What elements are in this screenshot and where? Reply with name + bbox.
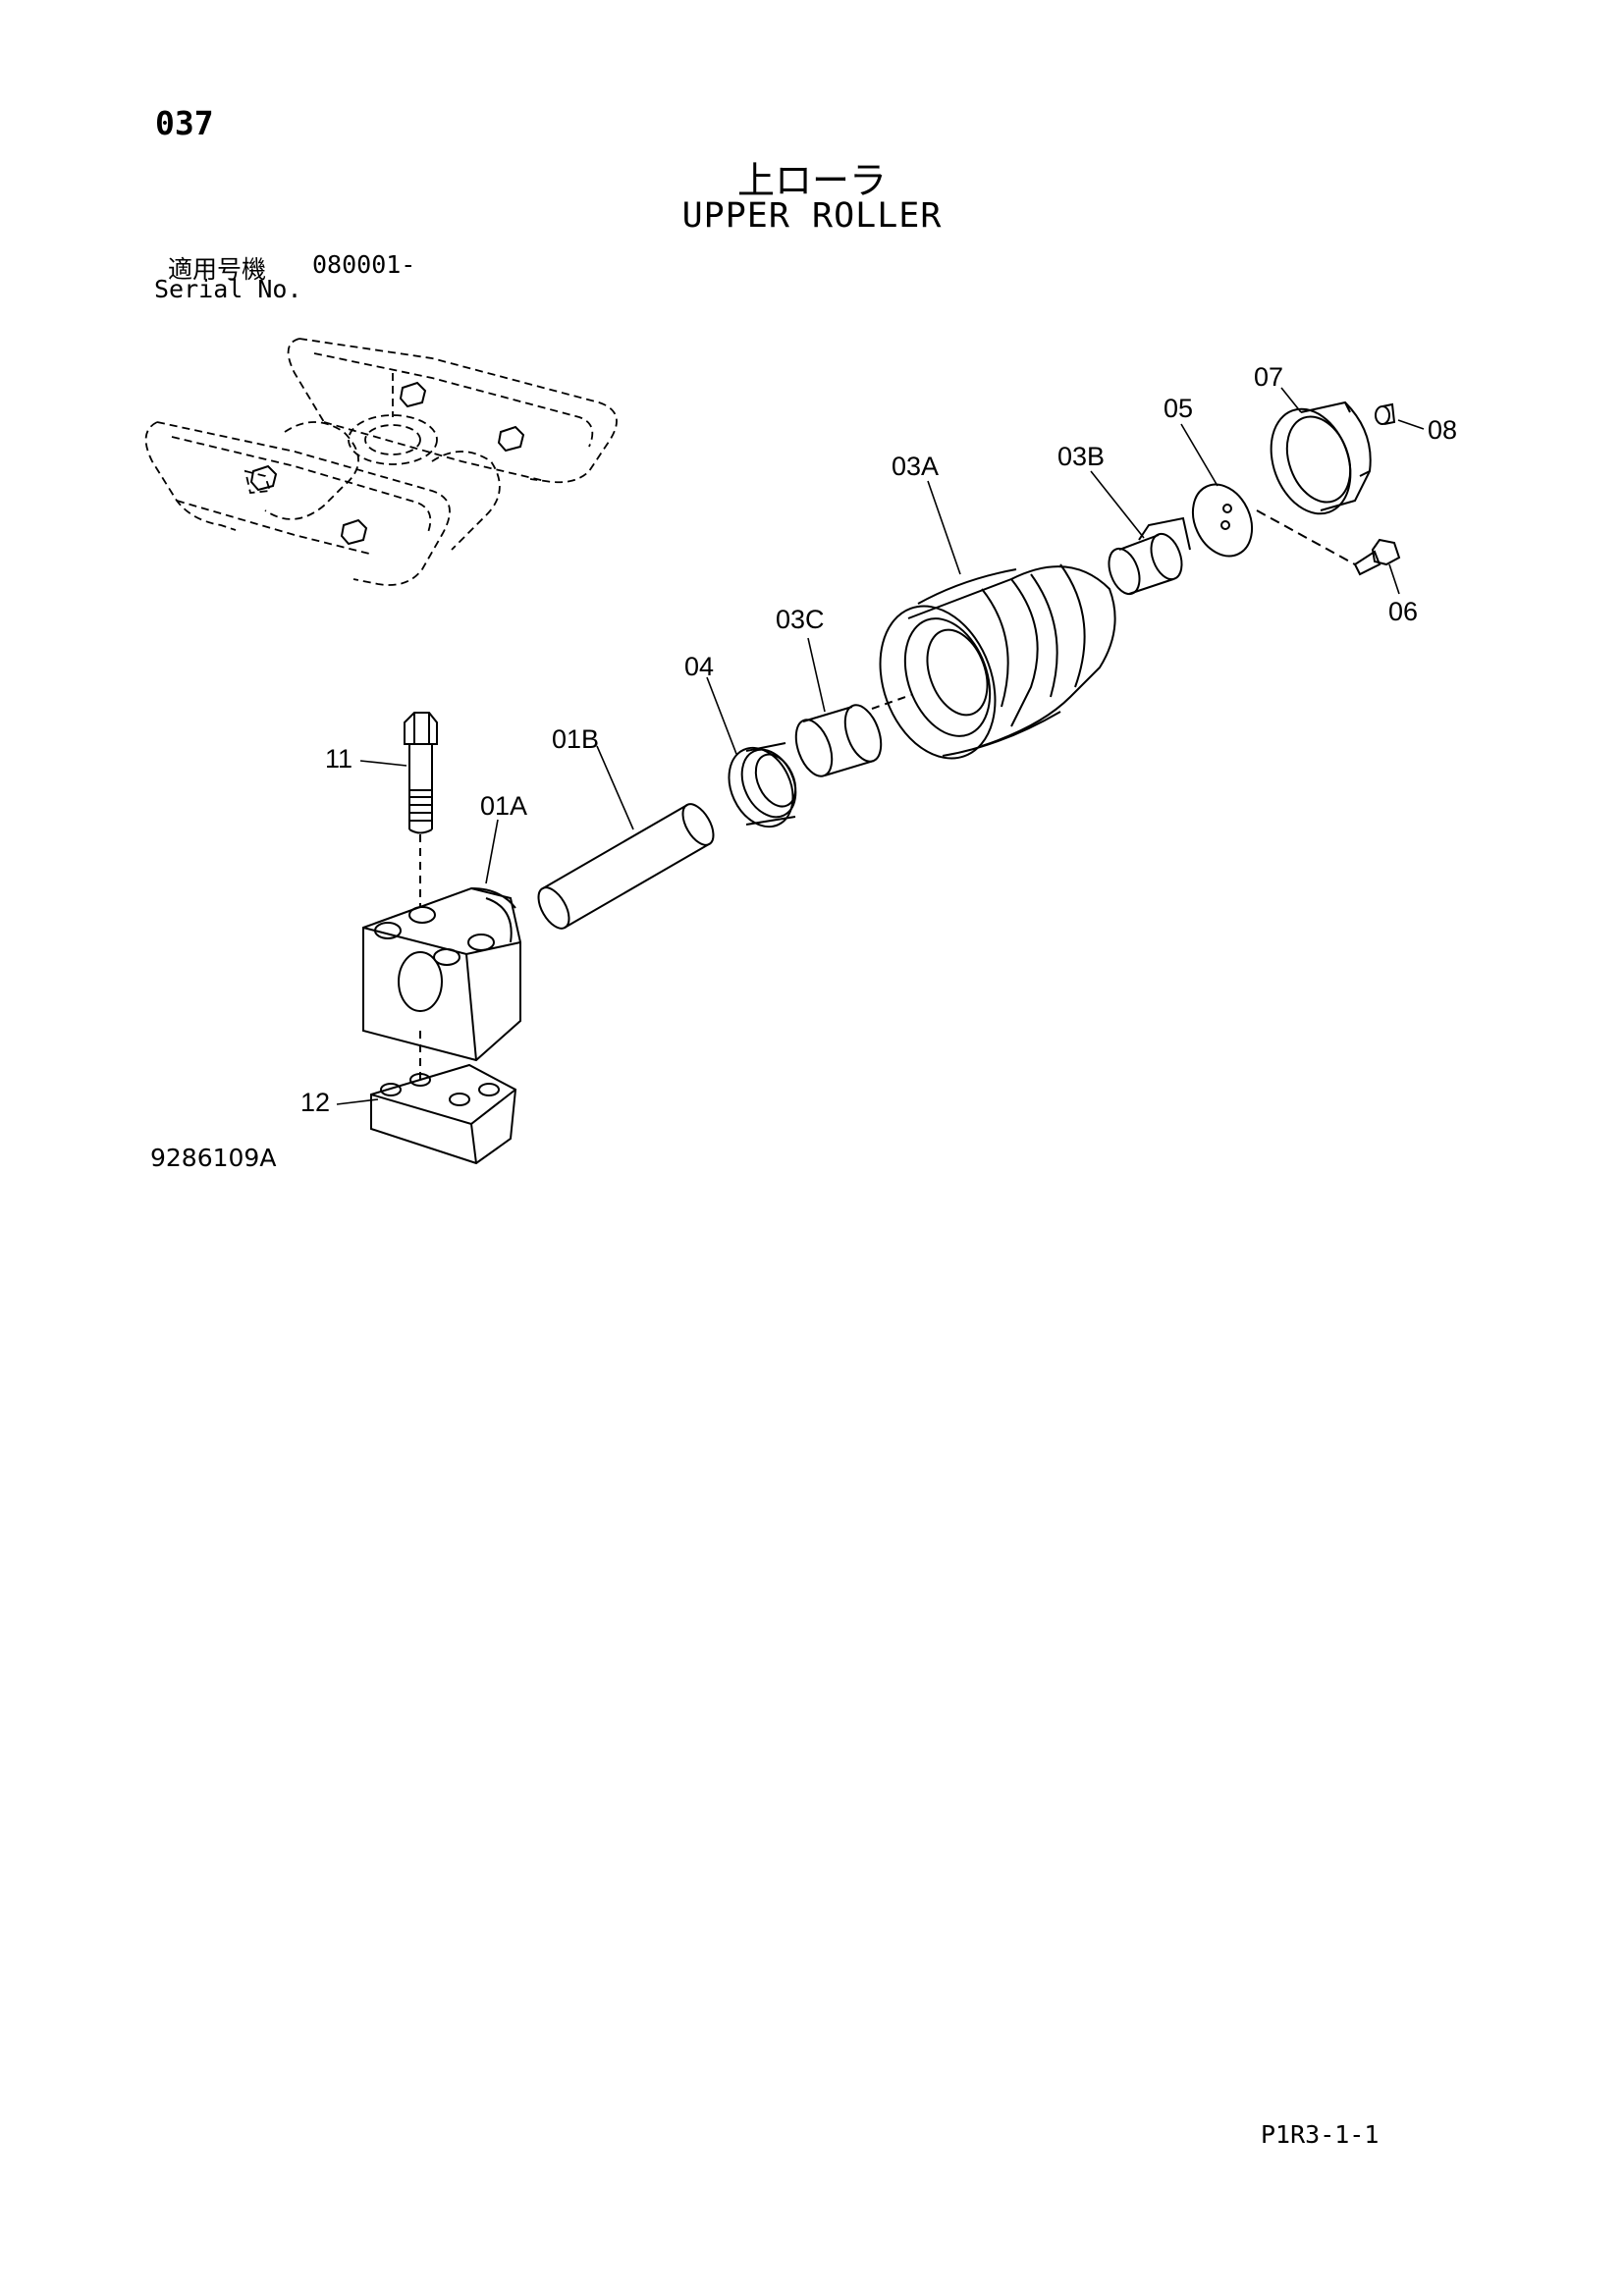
- label-06: 06: [1388, 597, 1418, 626]
- serial-label-japanese: 適用号機: [168, 255, 267, 284]
- label-08: 08: [1428, 415, 1457, 445]
- bolt-11: [404, 712, 438, 908]
- label-01b: 01B: [552, 724, 599, 754]
- title-japanese: 上ローラ: [736, 159, 887, 202]
- label-03c: 03C: [776, 605, 825, 634]
- page-code: P1R3-1-1: [1261, 2120, 1380, 2149]
- roller-03a: [871, 563, 1116, 760]
- label-01a: 01A: [480, 791, 527, 821]
- bushing-03b: [1108, 516, 1191, 596]
- title-english: UPPER ROLLER: [681, 196, 943, 236]
- label-11: 11: [325, 744, 352, 774]
- plug-08: [1375, 402, 1396, 425]
- label-05: 05: [1164, 394, 1193, 423]
- bushing-03c: [794, 704, 883, 777]
- label-12: 12: [300, 1088, 330, 1117]
- leader-lines: [336, 387, 1425, 1105]
- serial-label-english: Serial No.: [154, 275, 302, 303]
- serial-range: 080001-: [312, 250, 416, 279]
- label-03a: 03A: [892, 452, 939, 481]
- label-03b: 03B: [1057, 442, 1105, 471]
- shaft-01b: [537, 803, 715, 930]
- track-frame-locator: [144, 338, 618, 586]
- bracket-01a: [362, 886, 521, 1080]
- plate-05: [1191, 483, 1356, 565]
- cover-12: [370, 1063, 517, 1165]
- drawing-number: 9286109A: [150, 1144, 277, 1172]
- bolt-06: [1353, 538, 1401, 576]
- seal-04: [728, 742, 797, 828]
- part-labels: 11 01A 01B 04 03C 03A 03B 05 07 08 06 12: [300, 362, 1457, 1117]
- page-number: 037: [155, 104, 214, 142]
- label-04: 04: [684, 652, 714, 681]
- label-07: 07: [1254, 362, 1283, 392]
- cover-07: [1270, 400, 1372, 515]
- locator-roller-marks: [249, 381, 525, 546]
